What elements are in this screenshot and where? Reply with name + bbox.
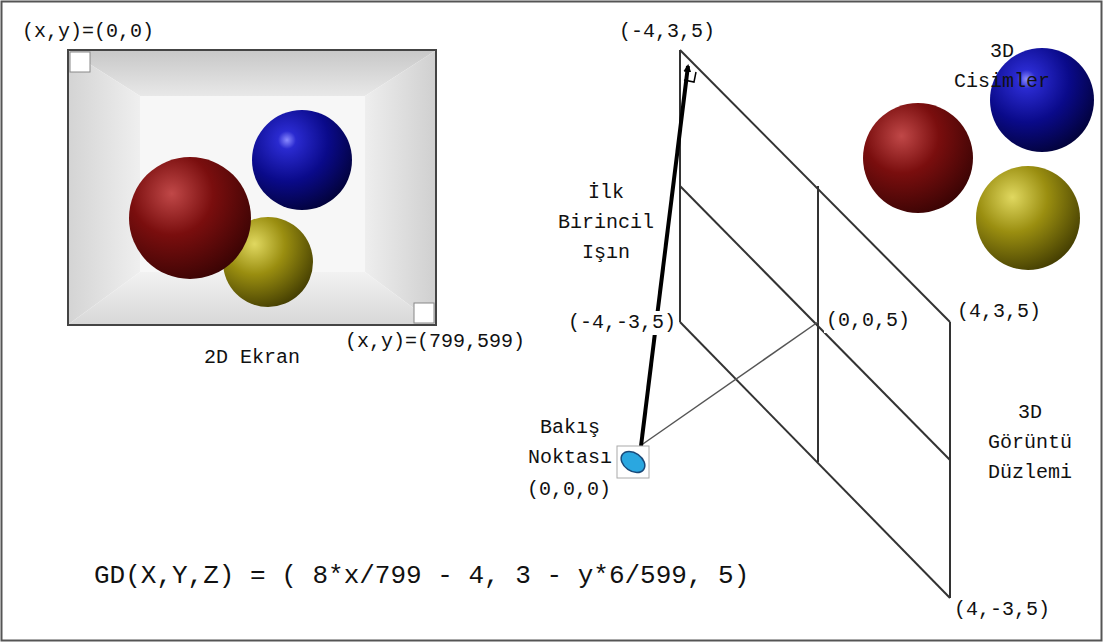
coordinate-label: (0,0,0) bbox=[527, 478, 611, 502]
coordinate-label: 3D Görüntü Düzlemi bbox=[988, 398, 1072, 488]
coordinate-label: 3D Cisimler bbox=[954, 37, 1050, 97]
screen-render bbox=[68, 50, 436, 325]
coordinate-label: (x,y)=(0,0) bbox=[22, 20, 154, 44]
coordinate-label: (-4,-3,5) bbox=[566, 311, 678, 335]
coordinate-label: 2D Ekran bbox=[204, 346, 300, 370]
coordinate-label: (-4,3,5) bbox=[617, 20, 717, 44]
coordinate-label: (x,y)=(799,599) bbox=[343, 330, 527, 354]
coordinate-label: Bakış Noktası bbox=[528, 413, 612, 473]
coordinate-label: (0,0,5) bbox=[824, 309, 912, 333]
right-angle-mark bbox=[684, 72, 696, 82]
primary-ray bbox=[641, 66, 688, 446]
view-lines bbox=[640, 322, 818, 446]
coordinate-label: (4,3,5) bbox=[955, 300, 1043, 324]
coordinate-label: İlk Birincil Işın bbox=[558, 178, 654, 268]
coordinate-label: (4,-3,5) bbox=[952, 598, 1052, 622]
eye-icon bbox=[617, 446, 649, 478]
formula-text: GD(X,Y,Z) = ( 8*x/799 - 4, 3 - y*6/599, … bbox=[94, 560, 749, 592]
